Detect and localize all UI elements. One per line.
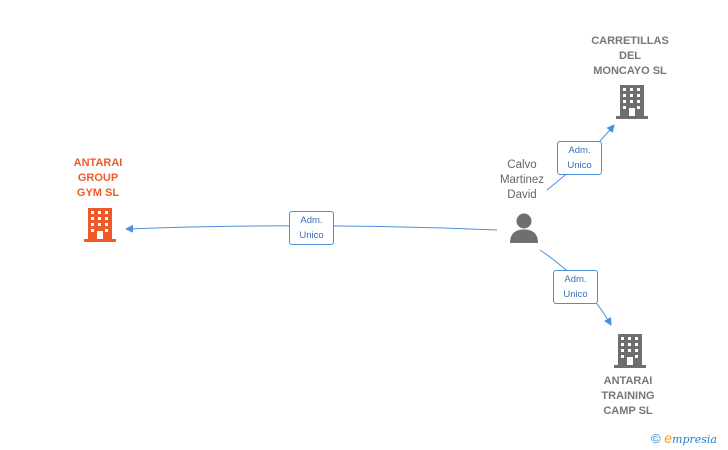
copyright-footer: © empresia (651, 430, 717, 446)
edge-label-adm-unico: Adm. Unico (553, 270, 598, 304)
building-icon[interactable] (84, 208, 116, 242)
edge-label-adm-unico: Adm. Unico (289, 211, 334, 245)
node-label-person: Calvo Martinez David (499, 159, 545, 201)
edge-label-adm-unico: Adm. Unico (557, 141, 602, 175)
node-label-antarai-training: ANTARAI TRAINING CAMP SL (601, 375, 655, 417)
building-icon[interactable] (614, 334, 646, 368)
copyright-icon: © (651, 431, 661, 446)
brand-name: mpresia (672, 433, 717, 446)
node-label-antarai-group: ANTARAI GROUP GYM SL (73, 157, 123, 199)
person-icon[interactable] (508, 212, 540, 244)
brand-logo-e: e (664, 430, 673, 446)
building-icon[interactable] (616, 85, 648, 119)
node-label-carretillas: CARRETILLAS DEL MONCAYO SL (591, 35, 669, 77)
